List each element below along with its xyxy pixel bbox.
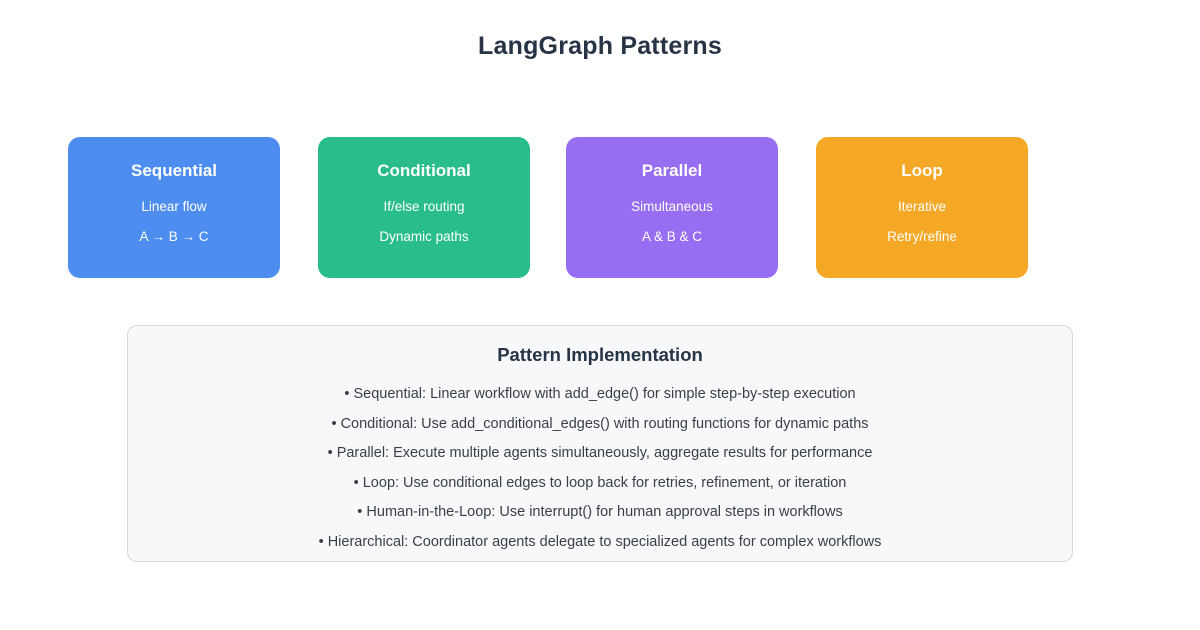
bullet-sequential: • Sequential: Linear workflow with add_e… (344, 386, 856, 402)
card-parallel-title: Parallel (641, 161, 703, 180)
bullet-hierarchical: • Hierarchical: Coordinator agents deleg… (318, 533, 882, 550)
card-parallel-line1: Simultaneous (631, 199, 713, 214)
card-conditional-line1: If/else routing (383, 199, 465, 214)
card-loop-line1: Iterative (897, 199, 947, 214)
card-sequential-line1: Linear flow (141, 199, 207, 214)
card-sequential-line2: A → B → C (139, 229, 209, 244)
pattern-implementation-bullets: • Sequential: Linear workflow with add_e… (128, 380, 1072, 557)
card-sequential: Sequential Linear flow A → B → C (68, 137, 280, 278)
card-parallel-line2: A & B & C (641, 229, 703, 244)
card-parallel: Parallel Simultaneous A & B & C (566, 137, 778, 278)
bullet-parallel: • Parallel: Execute multiple agents simu… (327, 445, 873, 461)
bullet-conditional: • Conditional: Use add_conditional_edges… (331, 415, 869, 432)
pattern-implementation-panel: Pattern Implementation • Sequential: Lin… (127, 325, 1073, 562)
card-sequential-title: Sequential (131, 161, 217, 180)
pattern-implementation-title: Pattern Implementation (497, 344, 703, 365)
bullet-human-in-the-loop: • Human-in-the-Loop: Use interrupt() for… (357, 504, 843, 520)
pattern-cards-row: Sequential Linear flow A → B → C Conditi… (68, 137, 1030, 278)
card-conditional-title: Conditional (377, 161, 471, 180)
card-conditional-line2: Dynamic paths (379, 229, 469, 244)
card-loop: Loop Iterative Retry/refine (816, 137, 1028, 278)
page-title: LangGraph Patterns (478, 32, 722, 60)
card-loop-title: Loop (901, 161, 943, 180)
bullet-loop: • Loop: Use conditional edges to loop ba… (353, 474, 847, 491)
card-conditional: Conditional If/else routing Dynamic path… (318, 137, 530, 278)
card-loop-line2: Retry/refine (887, 229, 957, 244)
